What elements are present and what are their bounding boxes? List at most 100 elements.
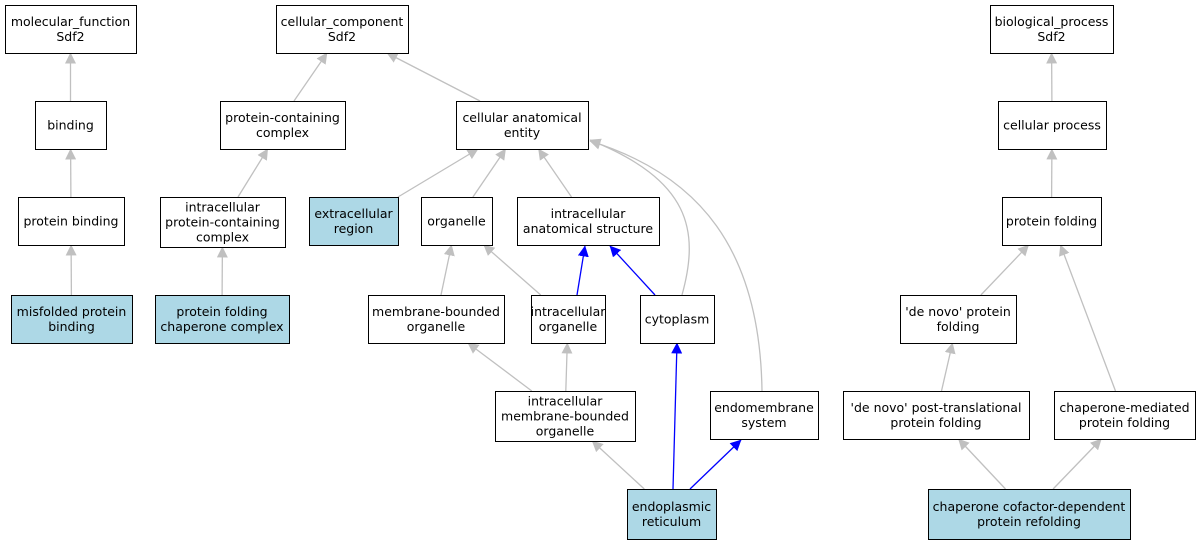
node-binding[interactable]: binding <box>35 101 107 150</box>
node-box <box>11 295 133 344</box>
node-box <box>18 197 125 246</box>
node-label: protein folding <box>1079 415 1170 430</box>
node-box <box>160 197 286 248</box>
node-label: entity <box>504 125 541 140</box>
node-label: Sdf2 <box>1037 29 1065 44</box>
edge-imbo-to-mbo <box>467 342 533 392</box>
edge-cofactor-to-chaperone-mediated <box>1052 438 1102 490</box>
node-box <box>5 5 137 54</box>
edge-denovo-to-protein-folding <box>980 244 1030 296</box>
node-label: protein binding <box>23 214 118 229</box>
node-label: protein-containing <box>165 215 280 230</box>
node-label: complex <box>256 125 309 140</box>
edge-er-to-imbo <box>591 440 645 490</box>
node-box <box>990 5 1114 54</box>
node-label: reticulum <box>642 514 701 529</box>
node-cytoplasm[interactable]: cytoplasm <box>640 295 715 344</box>
node-label: cellular_component <box>281 14 404 29</box>
node-label: endomembrane <box>714 400 814 415</box>
edge-extracellular-to-cae <box>397 148 479 198</box>
node-label: chaperone cofactor-dependent <box>933 499 1126 514</box>
node-label: chaperone complex <box>160 319 283 334</box>
node-label: Sdf2 <box>56 29 84 44</box>
node-label: protein folding <box>176 304 267 319</box>
node-label: cytoplasm <box>645 312 710 327</box>
node-box <box>368 295 505 344</box>
node-label: misfolded protein <box>17 304 127 319</box>
node-organelle[interactable]: organelle <box>421 197 493 246</box>
node-box <box>998 101 1107 150</box>
edge-ipcc-to-pcc <box>237 148 269 198</box>
node-label: cellular anatomical <box>462 110 581 125</box>
node-box <box>1002 197 1102 246</box>
node-label: 'de novo' protein <box>905 304 1011 319</box>
node-box <box>640 295 715 344</box>
node-label: organelle <box>407 319 466 334</box>
node-label: cellular process <box>1003 118 1101 133</box>
node-label: protein refolding <box>977 514 1081 529</box>
node-box <box>276 5 409 54</box>
node-box <box>35 101 107 150</box>
node-label: binding <box>48 319 95 334</box>
edge-cytoplasm-to-cae <box>589 138 690 296</box>
node-protein-binding[interactable]: protein binding <box>18 197 125 246</box>
node-label: membrane-bounded <box>372 304 500 319</box>
edge-cytoplasm-to-ias <box>609 245 656 296</box>
node-label: endoplasmic <box>632 499 711 514</box>
node-label: binding <box>47 118 94 133</box>
edge-er-to-cytoplasm <box>671 342 683 490</box>
node-label: biological_process <box>995 14 1109 29</box>
edge-denovo-ptl-to-denovo <box>940 342 956 392</box>
node-label: protein folding <box>890 415 981 430</box>
node-box <box>517 197 660 246</box>
edge-er-to-endomembrane <box>689 439 742 490</box>
node-label: intracellular <box>528 394 604 409</box>
edge-cae-to-cc <box>386 52 481 102</box>
node-label: molecular_function <box>11 14 130 29</box>
node-box <box>309 197 399 246</box>
node-label: complex <box>196 230 249 245</box>
node-cellular-process[interactable]: cellular process <box>998 101 1107 150</box>
node-label: extracellular <box>314 206 393 221</box>
edge-endomembrane-to-cae <box>589 138 763 392</box>
edge-mbo-to-organelle <box>440 244 455 296</box>
edge-imbo-to-io <box>561 342 573 392</box>
node-box <box>155 295 290 344</box>
node-label: chaperone-mediated <box>1059 400 1189 415</box>
node-label: intracellular <box>185 200 261 215</box>
node-box <box>1054 391 1196 440</box>
node-box <box>220 101 346 150</box>
node-box <box>928 489 1131 540</box>
node-box <box>710 391 819 440</box>
edge-ias-to-cae <box>537 148 573 198</box>
node-label: organelle <box>539 319 598 334</box>
node-box <box>421 197 493 246</box>
node-label: folding <box>937 319 980 334</box>
node-protein-folding[interactable]: protein folding <box>1002 197 1102 246</box>
node-box <box>456 101 589 150</box>
node-label: intracellular <box>531 304 607 319</box>
edge-cofactor-to-denovo-ptl <box>958 438 1006 490</box>
node-label: protein-containing <box>225 110 340 125</box>
node-label: 'de novo' post-translational <box>851 400 1022 415</box>
